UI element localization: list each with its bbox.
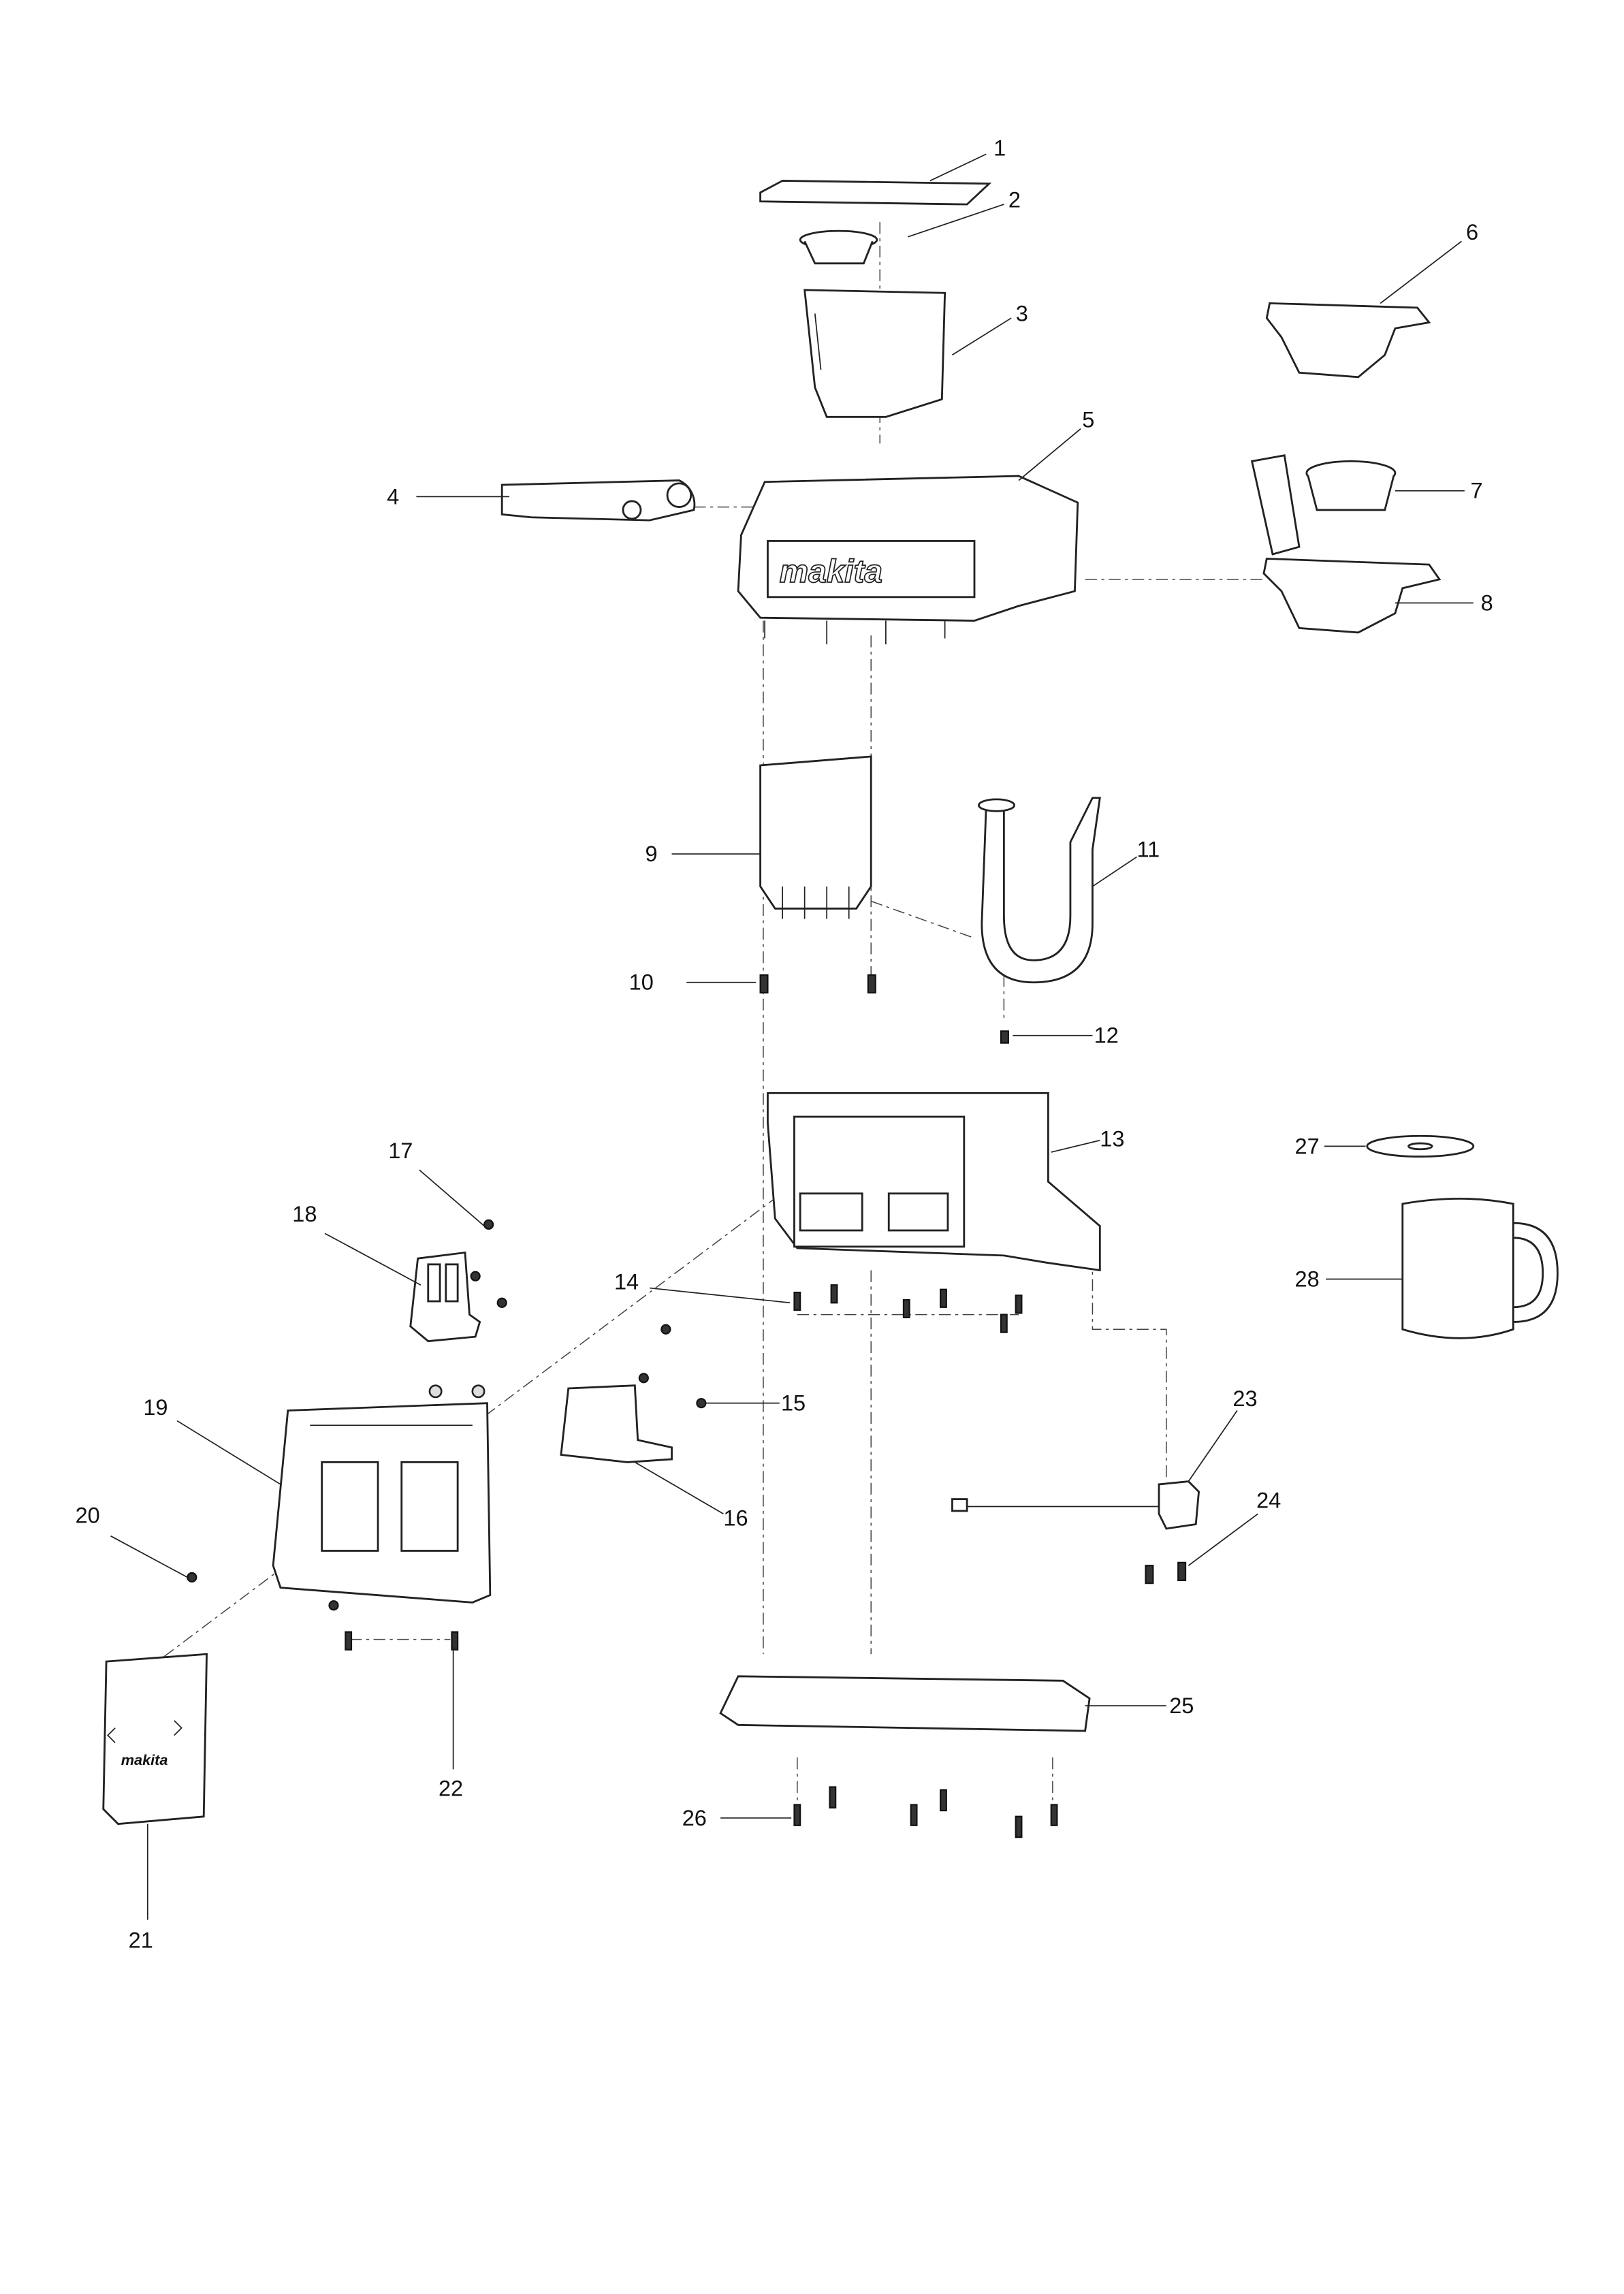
makita-logo-small: makita xyxy=(121,1751,168,1768)
part-2-filter-cup xyxy=(799,229,878,265)
callout-27: 27 xyxy=(1294,1134,1319,1158)
callout-20: 20 xyxy=(76,1503,100,1527)
callout-17: 17 xyxy=(388,1138,413,1163)
part-16-switch-bracket xyxy=(560,1384,673,1463)
callout-8: 8 xyxy=(1481,590,1493,615)
callout-14: 14 xyxy=(614,1270,639,1294)
callout-2: 2 xyxy=(1008,187,1021,212)
callout-13: 13 xyxy=(1100,1126,1124,1151)
part-13-base-housing xyxy=(767,1092,1101,1272)
part-28-mug xyxy=(1401,1198,1559,1339)
callout-6: 6 xyxy=(1466,220,1478,244)
part-27-cup-lid xyxy=(1366,1134,1475,1158)
callout-23: 23 xyxy=(1232,1386,1257,1411)
part-6-cup-holder xyxy=(1265,302,1431,379)
callout-4: 4 xyxy=(387,484,399,509)
callout-12: 12 xyxy=(1094,1023,1119,1048)
part-8-filter-holder xyxy=(1250,454,1442,634)
callout-28: 28 xyxy=(1294,1267,1319,1291)
callout-19: 19 xyxy=(143,1395,168,1420)
callout-1: 1 xyxy=(993,136,1006,161)
part-18-switch xyxy=(409,1251,481,1343)
callout-11: 11 xyxy=(1136,837,1160,861)
callout-7: 7 xyxy=(1471,479,1483,503)
callout-25: 25 xyxy=(1169,1693,1194,1718)
part-11-water-pipe xyxy=(978,797,1101,984)
callout-3: 3 xyxy=(1016,301,1028,325)
callout-15: 15 xyxy=(781,1391,806,1416)
part-23-connector-cable xyxy=(951,1480,1200,1530)
callout-16: 16 xyxy=(723,1506,748,1531)
makita-logo: makita xyxy=(780,554,882,590)
callout-26: 26 xyxy=(682,1806,707,1830)
callout-10: 10 xyxy=(629,970,654,995)
part-1-lid xyxy=(759,180,992,206)
part-4-handle xyxy=(500,479,696,522)
callout-18: 18 xyxy=(292,1202,317,1226)
part-7-filter-basket xyxy=(1305,460,1397,511)
part-5-main-housing: makita xyxy=(737,475,1079,645)
callout-5: 5 xyxy=(1082,408,1094,432)
part-9-heater-bracket xyxy=(759,755,872,919)
callout-labels: 1 2 3 4 5 6 7 8 9 10 11 12 13 14 15 16 1… xyxy=(76,136,1493,1953)
screws xyxy=(187,974,1187,1838)
callout-24: 24 xyxy=(1256,1488,1281,1513)
part-25-bottom-cover xyxy=(719,1675,1091,1732)
part-3-water-tank xyxy=(803,289,946,418)
callout-21: 21 xyxy=(129,1928,153,1953)
part-19-battery-mount xyxy=(272,1402,492,1604)
callout-22: 22 xyxy=(439,1776,463,1800)
part-21-cover: makita xyxy=(102,1653,208,1826)
leader-lines xyxy=(110,153,1474,1920)
callout-9: 9 xyxy=(645,842,657,866)
